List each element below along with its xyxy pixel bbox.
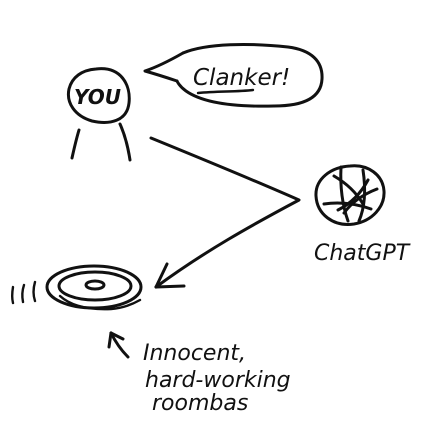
caption-arrow [107,331,130,359]
caption-line-3: roombas [152,391,248,416]
caption-line-2: hard-working [145,368,291,393]
chatgpt-label: ChatGPT [314,241,411,266]
relationship-lines [149,136,301,289]
speech-text: Clanker! [193,65,290,91]
chatgpt-logo-icon [314,164,386,226]
person-icon: YOU [66,67,132,162]
you-label: YOU [74,85,121,109]
roomba-icon [11,264,143,311]
speech-bubble-icon: Clanker! [143,43,324,108]
caption-line-1: Innocent, [143,341,246,366]
